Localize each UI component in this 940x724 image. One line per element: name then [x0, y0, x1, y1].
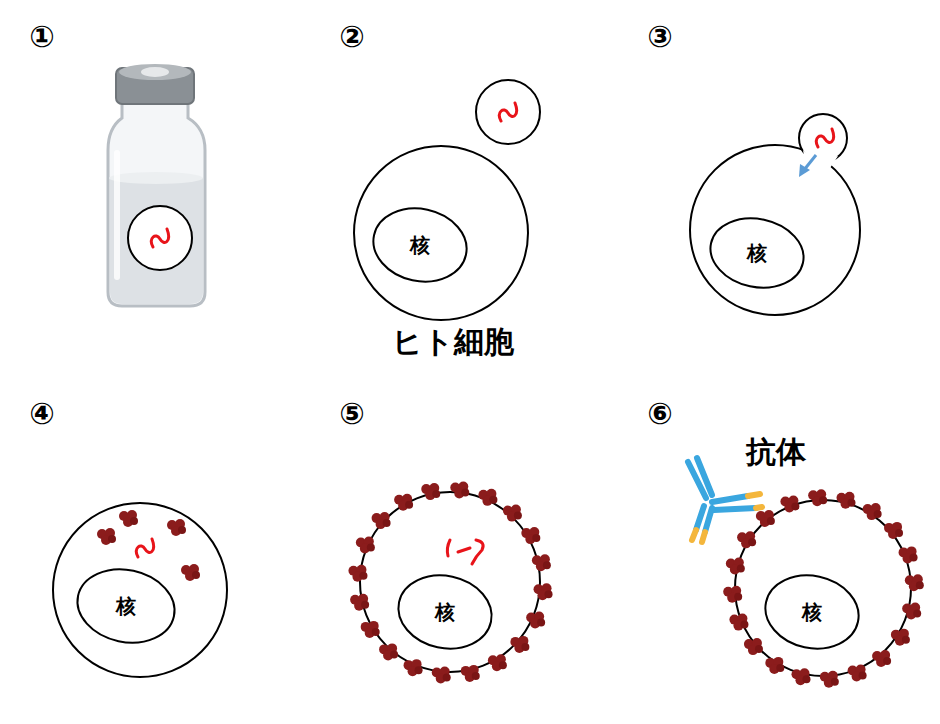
protein-blob [723, 586, 742, 603]
protein-blob [421, 483, 440, 500]
protein-blob [820, 671, 839, 688]
antibody-label: 抗体 [746, 432, 806, 473]
protein-blob [737, 531, 756, 548]
nucleus-label: 核 [410, 232, 430, 259]
protein-blob [488, 654, 507, 671]
nucleus-label: 核 [802, 599, 822, 626]
protein-blob [432, 667, 451, 684]
protein-blob [765, 657, 784, 674]
protein-blob [534, 583, 553, 600]
protein-blob [379, 643, 398, 660]
protein-blob [526, 611, 545, 628]
protein-blob [884, 522, 903, 539]
step-number: ④ [29, 396, 54, 431]
antibody [688, 458, 762, 542]
protein-blob [372, 512, 391, 529]
protein-blob [478, 489, 497, 506]
step-number: ② [339, 19, 364, 54]
protein-blob [532, 554, 551, 571]
nucleus-label: 核 [435, 599, 455, 626]
protein-blob [848, 665, 867, 682]
protein-blob [902, 603, 921, 620]
protein-blob [744, 638, 763, 655]
step-number: ① [29, 19, 54, 54]
protein-blob [905, 574, 924, 591]
step-number: ③ [647, 19, 672, 54]
step-number: ⑥ [647, 396, 672, 431]
protein-blob [356, 537, 375, 554]
protein-blob [348, 565, 367, 582]
protein-blob [780, 495, 799, 512]
nucleus: 核 [76, 569, 176, 643]
protein-blob [350, 594, 369, 611]
protein-blob [510, 636, 529, 653]
protein-blob [837, 492, 856, 509]
protein-blob [863, 503, 882, 520]
protein-blob [461, 665, 480, 682]
protein-blob [404, 659, 423, 676]
nucleus: 核 [764, 575, 860, 649]
protein-blob [791, 668, 810, 685]
nucleus: 核 [709, 218, 805, 288]
step-number: ⑤ [339, 396, 364, 431]
protein-blob [503, 505, 522, 522]
protein-blob [756, 510, 775, 527]
human-cell: ヒト細胞 核 [353, 145, 529, 365]
protein-blob [726, 557, 745, 574]
nucleus: 核 [397, 575, 493, 649]
protein-blob [872, 650, 891, 667]
protein-blob [899, 546, 918, 563]
vial [108, 64, 205, 306]
protein-blob [394, 494, 413, 511]
cell-with-antibody [723, 489, 924, 688]
cell-label: ヒト細胞 [392, 322, 514, 363]
fusing-cell [690, 114, 860, 315]
protein-blob [808, 489, 827, 506]
protein-blob [450, 481, 469, 498]
protein-blob [361, 621, 380, 638]
lipid-nanoparticle [476, 80, 540, 144]
nucleus-label: 核 [116, 593, 136, 620]
cell-presenting [348, 481, 552, 683]
protein-blob [729, 614, 748, 631]
protein-blob [521, 527, 540, 544]
cell-translating [53, 503, 227, 677]
protein-blob [891, 629, 910, 646]
nucleus: 核 [372, 208, 468, 282]
nucleus-label: 核 [747, 240, 767, 267]
